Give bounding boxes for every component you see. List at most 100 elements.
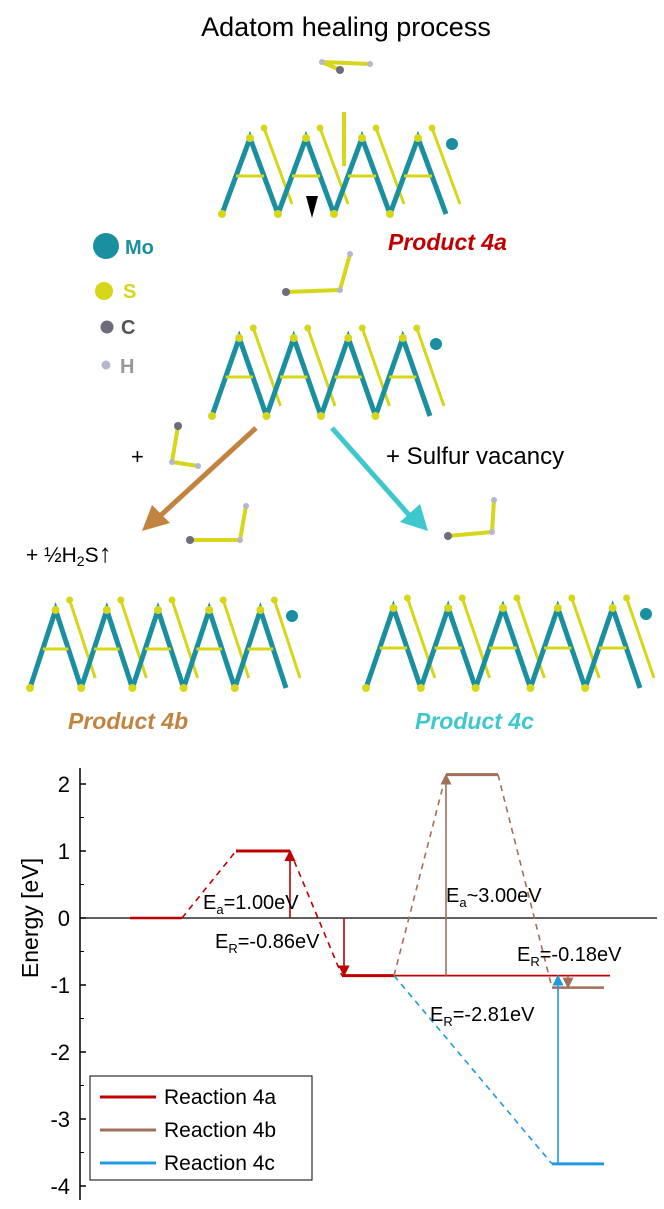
s-atom (623, 594, 631, 602)
y-tick-label: 1 (58, 839, 70, 864)
s-atom (246, 134, 254, 142)
h2s-release-label: + ½H2S↑ (26, 538, 112, 569)
y-tick-label: -4 (50, 1174, 70, 1199)
atom-legend: Mo S C H (93, 233, 154, 378)
mol-atom (237, 537, 243, 543)
energy-diagram: 210-1-2-3-4 Energy [eV] Ea=1.00eV ER=-0.… (17, 768, 657, 1200)
mol-atom (336, 66, 344, 74)
mol-atom (444, 532, 452, 540)
methanethiol-molecule (169, 422, 201, 469)
s-atom (344, 334, 353, 342)
path-4b-rise (393, 774, 447, 976)
y-tick-label: -2 (50, 1040, 70, 1065)
mol-atom (491, 497, 497, 503)
s-atom (581, 684, 590, 692)
s-atom (362, 684, 370, 692)
s-atom (168, 596, 176, 604)
mol-bond (170, 425, 180, 463)
s-atom (444, 604, 453, 612)
mol-atom (367, 61, 373, 67)
ea-4a-label: Ea=1.00eV (203, 892, 299, 917)
legend-s-label: S (123, 281, 136, 303)
mol-atom (337, 287, 343, 293)
s-atom (256, 606, 265, 614)
er-4a-label: ER=-0.86eV (215, 931, 320, 956)
mos2-slabs (26, 124, 656, 692)
s-atom (371, 412, 380, 420)
s-atom (608, 604, 617, 612)
molecules (169, 59, 497, 544)
mol-bond (490, 499, 496, 533)
mol-bond (171, 460, 199, 468)
methanethiol-molecule (282, 251, 353, 296)
arrow-to-4c-head (400, 504, 428, 531)
figure-title: Adatom healing process (201, 12, 491, 42)
s-atom (513, 594, 521, 602)
mol-atom (282, 288, 290, 296)
legend-label-4a: Reaction 4a (164, 1086, 276, 1109)
s-atom (154, 606, 162, 614)
s-atom (274, 210, 282, 218)
legend-label-4b: Reaction 4b (164, 1119, 276, 1142)
methanethiol-molecule (444, 497, 497, 540)
mos2-slab (208, 324, 446, 420)
s-atom (262, 412, 271, 420)
s-atom (117, 596, 125, 604)
mol-bond (285, 288, 341, 294)
plus-sign: + (131, 444, 144, 469)
s-atom (102, 606, 111, 614)
s-atom (208, 412, 216, 420)
s-atom (289, 334, 298, 342)
mol-atom (347, 251, 353, 257)
mol-bond (447, 530, 493, 538)
h-atom-icon (101, 360, 111, 370)
arrow-to-4b (158, 426, 258, 518)
s-atom (403, 594, 411, 602)
s-atom (230, 684, 239, 692)
mol-bond (238, 505, 248, 541)
mo-atom (446, 138, 458, 150)
s-atom (414, 134, 422, 142)
s-bond (415, 327, 446, 407)
mol-atom (489, 529, 495, 535)
s-atom (260, 124, 268, 132)
s-atom (316, 124, 324, 132)
s-atom (372, 124, 380, 132)
s-atom (219, 596, 227, 604)
er-4c-label: ER=-2.81eV (430, 1004, 535, 1029)
mol-atom (195, 463, 201, 469)
arrow-to-4c (330, 426, 412, 518)
mo-atom (430, 338, 442, 350)
mol-bond (321, 60, 371, 66)
y-axis-label: Energy [eV] (17, 858, 43, 978)
s-atom (413, 324, 421, 332)
y-ticks: 210-1-2-3-4 (50, 772, 86, 1199)
mol-atom (319, 59, 325, 65)
mol-atom (243, 503, 249, 509)
s-atom (553, 604, 562, 612)
product-4b-label: Product 4b (68, 708, 188, 734)
s-atom (218, 210, 226, 218)
s-atom (398, 334, 407, 342)
s-atom (77, 684, 86, 692)
product-4a-label: Product 4a (388, 229, 507, 255)
s-atom (386, 210, 394, 218)
s-atom (304, 324, 312, 332)
s-atom (51, 606, 60, 614)
mo-atom (286, 610, 298, 622)
s-atom (416, 684, 425, 692)
s-atom (358, 134, 366, 142)
er-4b-label: ER=-0.18eV (517, 944, 622, 969)
mol-atom (174, 422, 182, 430)
y-tick-label: -1 (50, 973, 70, 998)
s-bond (272, 599, 302, 679)
legend-label-4c: Reaction 4c (164, 1152, 275, 1175)
s-atom (458, 594, 466, 602)
product-4c-label: Product 4c (415, 708, 534, 734)
s-atom-icon (95, 282, 113, 300)
mo-atom (640, 608, 652, 620)
plot-area (130, 773, 610, 1166)
mol-bond (338, 253, 352, 291)
s-atom (205, 606, 214, 614)
